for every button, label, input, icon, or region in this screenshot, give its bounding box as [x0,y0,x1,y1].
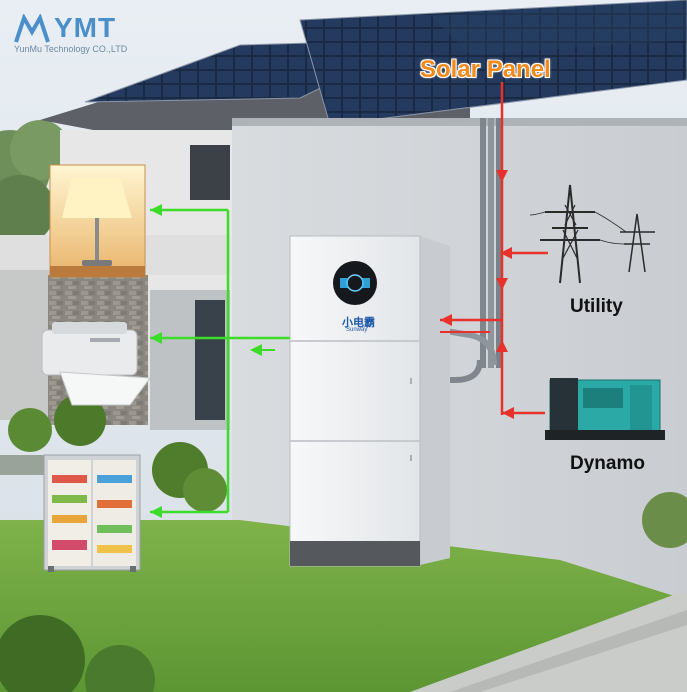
company-logo: YMT YunMu Technology CO.,LTD [14,10,164,56]
printer-icon [41,322,151,406]
utility-label: Utility [570,296,623,317]
device-brand-en: Sunway [346,327,368,333]
conduit-pipes [439,118,502,383]
solar-panel-label: Solar Panel [420,56,551,83]
logo-name: YMT [54,12,117,43]
energy-storage-unit [289,235,450,567]
lamp-icon [49,164,146,278]
dc-flow-lines [440,82,548,419]
shrubs [0,394,687,692]
ac-output-lines [150,204,290,518]
display-screen [333,261,377,305]
logo-tagline: YunMu Technology CO.,LTD [14,44,128,54]
power-tower-icon [529,184,655,284]
lawn [0,455,687,692]
device-brand-cn: 小电霸 [342,317,375,329]
generator-icon [545,378,665,440]
solar-panel-icon [84,0,687,126]
dynamo-label: Dynamo [570,453,645,474]
logo-mark-icon [14,14,50,43]
refrigerator-icon [43,454,141,572]
